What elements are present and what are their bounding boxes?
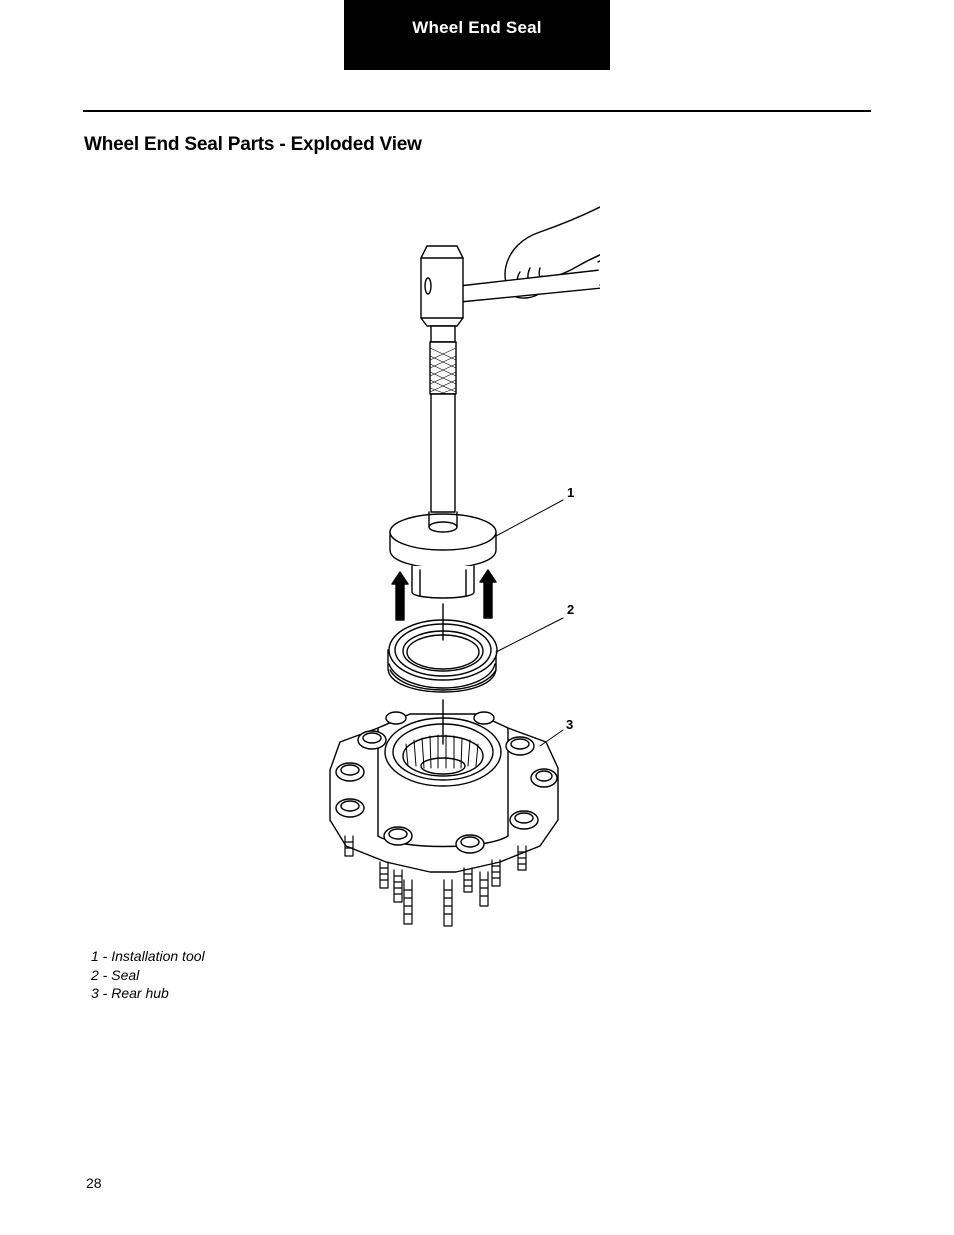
- hammer-illustration: [420, 245, 600, 327]
- figure-legend: 1 - Installation tool 2 - Seal 3 - Rear …: [91, 947, 205, 1003]
- callout-3-label: 3: [566, 717, 574, 732]
- installation-tool-illustration: [389, 325, 497, 599]
- legend-item: 2 - Seal: [91, 966, 140, 983]
- callout-leaders: [495, 499, 564, 747]
- page-title: Wheel End Seal Parts - Exploded View: [84, 134, 422, 155]
- upward-arrows: [391, 569, 497, 621]
- callout-2-label: 2: [567, 602, 575, 617]
- seal-illustration: [387, 603, 498, 693]
- legend-item: 1 - Installation tool: [91, 948, 205, 964]
- section-tab: Wheel End Seal: [344, 0, 610, 70]
- header-rule: [83, 110, 871, 112]
- section-tab-label: Wheel End Seal: [412, 18, 542, 37]
- rear-hub-illustration: [329, 699, 559, 927]
- exploded-view-illustration: [329, 206, 600, 927]
- page-number: 28: [86, 1175, 102, 1191]
- legend-item: 3 - Rear hub: [91, 985, 169, 1001]
- callout-1-label: 1: [567, 485, 575, 500]
